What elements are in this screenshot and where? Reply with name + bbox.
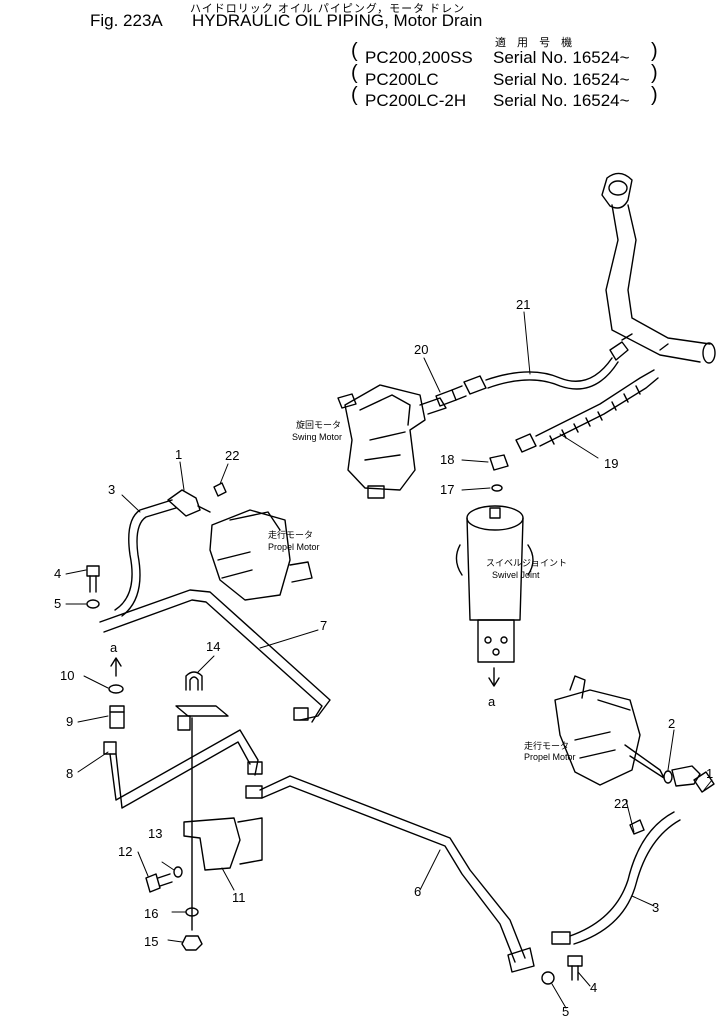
callout-a-left: a <box>110 640 118 655</box>
callout-15: 15 <box>144 934 158 949</box>
serial-number: Serial No. 16524~ <box>493 70 630 89</box>
washer-5-right <box>541 971 555 985</box>
left-paren: ( <box>351 40 358 62</box>
callout-7: 7 <box>320 618 327 633</box>
left-paren: ( <box>351 84 358 106</box>
bolt-4-left <box>86 565 100 593</box>
callout-5-right: 5 <box>562 1004 569 1019</box>
callout-19: 19 <box>604 456 618 471</box>
callout-1: 1 <box>175 447 182 462</box>
boom-pipe <box>601 172 716 364</box>
right-paren: ) <box>651 84 658 106</box>
serial-applicability-block: ( ( ( ) ) ) 適 用 号 機 PC200,200SS Serial No… <box>351 34 665 111</box>
elbow-18 <box>489 454 509 471</box>
serial-number: Serial No. 16524~ <box>493 91 630 110</box>
callout-5: 5 <box>54 596 61 611</box>
propel-motor-right <box>554 675 665 786</box>
fitting-9 <box>109 705 125 729</box>
hose-3-right <box>551 811 681 945</box>
pipe-7 <box>99 589 331 723</box>
callout-20: 20 <box>414 342 428 357</box>
callout-a-right: a <box>488 694 496 709</box>
callout-9: 9 <box>66 714 73 729</box>
figure-number: Fig. 223A <box>90 11 163 30</box>
callout-10: 10 <box>60 668 74 683</box>
nut-15 <box>181 935 203 951</box>
callout-1-right: 1 <box>706 766 713 781</box>
plug-22 <box>629 819 645 835</box>
u-clamp-14 <box>175 671 229 931</box>
washer-5-left <box>86 599 100 609</box>
bolt-4-right <box>567 955 583 981</box>
callout-3-right: 3 <box>652 900 659 915</box>
hose-21 <box>463 341 629 395</box>
swivel-joint-label: Swivel Joint <box>492 570 540 580</box>
serial-model: PC200,200SS <box>365 48 473 67</box>
washer-13 <box>173 866 183 878</box>
callout-22: 22 <box>225 448 239 463</box>
propel-motor-label: Propel Motor <box>268 542 320 552</box>
plug-22 <box>213 482 227 497</box>
callout-2: 2 <box>668 716 675 731</box>
serial-row: PC200LC-2H Serial No. 16524~ <box>365 91 630 111</box>
serial-number: Serial No. 16524~ <box>493 48 630 67</box>
serial-model: PC200LC-2H <box>365 91 467 110</box>
callout-21: 21 <box>516 297 530 312</box>
swivel-joint-jp-label: スイベルジョイント <box>486 558 567 568</box>
bracket-11 <box>183 817 263 871</box>
callout-4-right: 4 <box>590 980 597 995</box>
propel-motor-jp-label-right: 走行モータ <box>524 740 569 751</box>
propel-motor-label-right: Propel Motor <box>524 752 576 762</box>
leader-lines <box>65 311 713 1009</box>
pipe-8 <box>103 729 263 809</box>
callout-18: 18 <box>440 452 454 467</box>
o-ring-2 <box>663 770 673 784</box>
callout-17: 17 <box>440 482 454 497</box>
callout-12: 12 <box>118 844 132 859</box>
fitting-20 <box>435 385 467 407</box>
swing-motor <box>337 384 447 499</box>
elbow-fitting-1-left <box>167 489 211 517</box>
propel-motor-jp-label: 走行モータ <box>268 529 313 540</box>
callout-11: 11 <box>232 890 246 905</box>
callout-13: 13 <box>148 826 162 841</box>
swing-motor-jp-label: 旋回モータ <box>296 419 341 430</box>
left-paren: ( <box>351 62 358 84</box>
o-ring-17 <box>491 484 503 492</box>
bolt-12 <box>145 873 173 893</box>
serial-heading-jp: 適 用 号 機 <box>495 37 577 49</box>
hose-19 <box>515 369 659 453</box>
figure-title: HYDRAULIC OIL PIPING, Motor Drain <box>192 11 483 30</box>
component-captions: 旋回モータ Swing Motor 走行モータ Propel Motor スイベ… <box>268 419 576 762</box>
hose-3-left <box>114 499 177 617</box>
elbow-fitting-1-right <box>671 765 715 793</box>
right-paren: ) <box>651 40 658 62</box>
right-paren: ) <box>651 62 658 84</box>
callout-14: 14 <box>206 639 220 654</box>
arrowhead-right <box>488 677 500 687</box>
callout-8: 8 <box>66 766 73 781</box>
callout-6: 6 <box>414 884 421 899</box>
callout-4: 4 <box>54 566 61 581</box>
serial-model: PC200LC <box>365 70 439 89</box>
callout-numbers: 1 22 3 4 5 7 a 14 10 9 8 13 12 11 16 15 … <box>54 297 713 1019</box>
callout-3: 3 <box>108 482 115 497</box>
callout-22-right: 22 <box>614 796 628 811</box>
swivel-joint <box>455 505 534 663</box>
o-ring-10 <box>108 684 124 694</box>
japanese-title: ハイドロリック オイル パイピング，モータ ドレン <box>190 3 466 15</box>
arrowhead-left <box>110 657 122 667</box>
swing-motor-label: Swing Motor <box>292 432 342 442</box>
serial-row: PC200LC Serial No. 16524~ <box>365 70 630 90</box>
propel-motor-left <box>209 509 313 601</box>
serial-row: PC200,200SS Serial No. 16524~ <box>365 48 630 68</box>
pipe-6 <box>245 775 535 973</box>
callout-16: 16 <box>144 906 158 921</box>
